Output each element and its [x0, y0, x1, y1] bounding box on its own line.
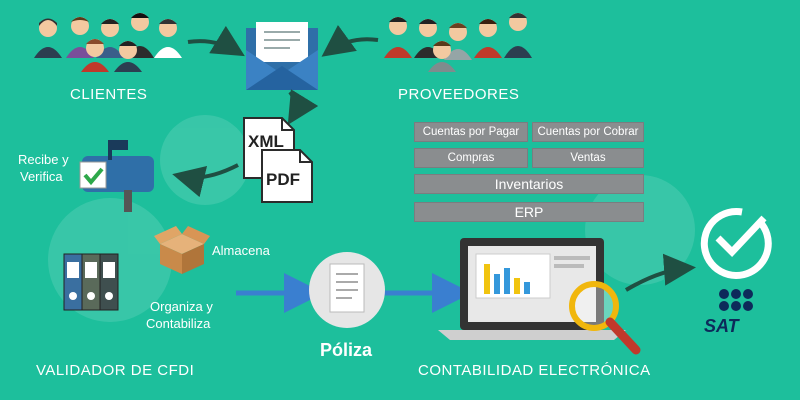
checkmark-circle-icon: [700, 208, 772, 279]
magnifier-icon: [569, 281, 641, 355]
binders-icon: [63, 253, 119, 311]
sat-logo-icon: [719, 289, 753, 311]
mailbox-icon: [79, 140, 154, 212]
arrow-providers-to-envelope: [321, 24, 379, 57]
contabiliza-label: Contabiliza: [146, 316, 211, 331]
module-cuentas-por-cobrar: Cuentas por Cobrar: [532, 122, 644, 142]
module-compras: Compras: [414, 148, 528, 168]
contabilidad-label: CONTABILIDAD ELECTRÓNICA: [418, 362, 651, 379]
providers-people-icon: [384, 13, 532, 72]
validador-label: VALIDADOR DE CFDI: [36, 362, 195, 379]
module-cuentas-por-pagar: Cuentas por Pagar: [414, 122, 528, 142]
envelope-icon: [246, 22, 318, 90]
proveedores-label: PROVEEDORES: [398, 86, 520, 103]
module-erp: ERP: [414, 202, 644, 222]
xml-label: XML: [248, 132, 284, 151]
module-inventarios: Inventarios: [414, 174, 644, 194]
pdf-label: PDF: [266, 170, 300, 189]
module-ventas: Ventas: [532, 148, 644, 168]
arrow-clients-to-envelope: [187, 25, 245, 57]
almacena-label: Almacena: [212, 243, 270, 258]
verifica-label: Verifica: [20, 169, 63, 184]
organiza-label: Organiza y: [150, 299, 213, 314]
arrow-envelope-to-docs: [287, 89, 319, 125]
pdf-document-icon: [261, 149, 313, 203]
arrow-docs-to-mailbox: [172, 163, 239, 198]
poliza-document-icon: [309, 252, 385, 328]
box-icon: [154, 226, 210, 274]
clientes-label: CLIENTES: [70, 86, 148, 103]
poliza-label: Póliza: [320, 340, 373, 360]
clients-people-icon: [34, 13, 182, 72]
sat-label: SAT: [704, 316, 739, 336]
arrow-laptop-to-sat: [624, 253, 696, 292]
recibe-label: Recibe y: [18, 152, 69, 167]
